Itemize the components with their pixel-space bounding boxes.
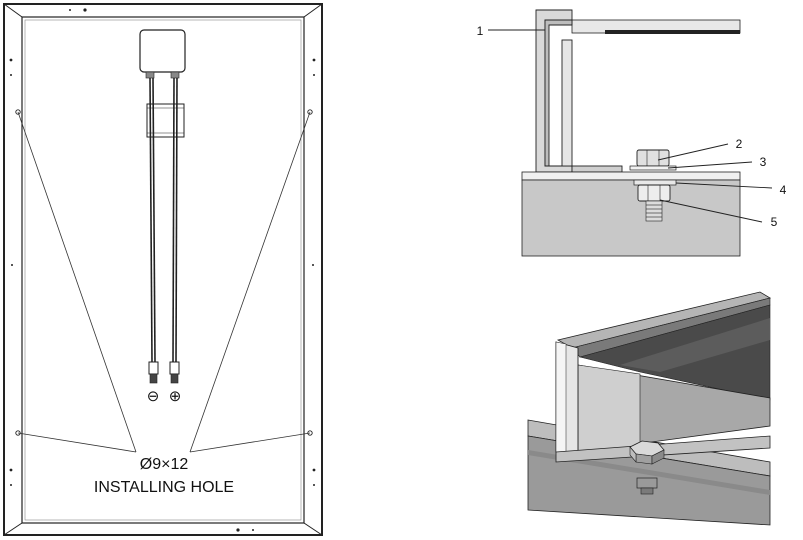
mounting-rail: [521, 171, 741, 181]
frame-holes: [9, 8, 316, 532]
callout-3: 3: [760, 155, 767, 169]
callout-5: 5: [771, 215, 778, 229]
bolt-head: [636, 149, 670, 167]
mounting-3d-view: [527, 291, 772, 526]
mounting-cross-section: 1: [477, 9, 787, 257]
flat-washer: [633, 179, 677, 186]
mounting-support: [521, 179, 741, 257]
panel-inner-frame: [21, 16, 305, 524]
negative-connector: [148, 361, 159, 384]
bolt-thread: [645, 200, 663, 222]
panel-frame-profile: [535, 9, 623, 173]
junction-box: [139, 29, 186, 73]
panel-rear-view: ⊖ ⊕ Ø9×12 INSTALLING HOLE: [3, 3, 323, 536]
installing-hole-leaders: [17, 111, 311, 453]
positive-connector: [169, 361, 180, 384]
output-cables: [149, 77, 178, 363]
nut-3d: [636, 477, 658, 495]
installing-hole-caption: INSTALLING HOLE: [94, 479, 234, 496]
bolt-head-3d: [629, 440, 665, 465]
callout-2: 2: [736, 137, 743, 151]
callout-1: 1: [477, 24, 484, 38]
spring-washer: [629, 165, 677, 171]
negative-symbol: ⊖: [147, 388, 160, 405]
nut: [637, 184, 671, 202]
positive-symbol: ⊕: [169, 388, 182, 405]
callout-4: 4: [780, 183, 787, 197]
hole-spec-label: Ø9×12: [140, 456, 189, 473]
